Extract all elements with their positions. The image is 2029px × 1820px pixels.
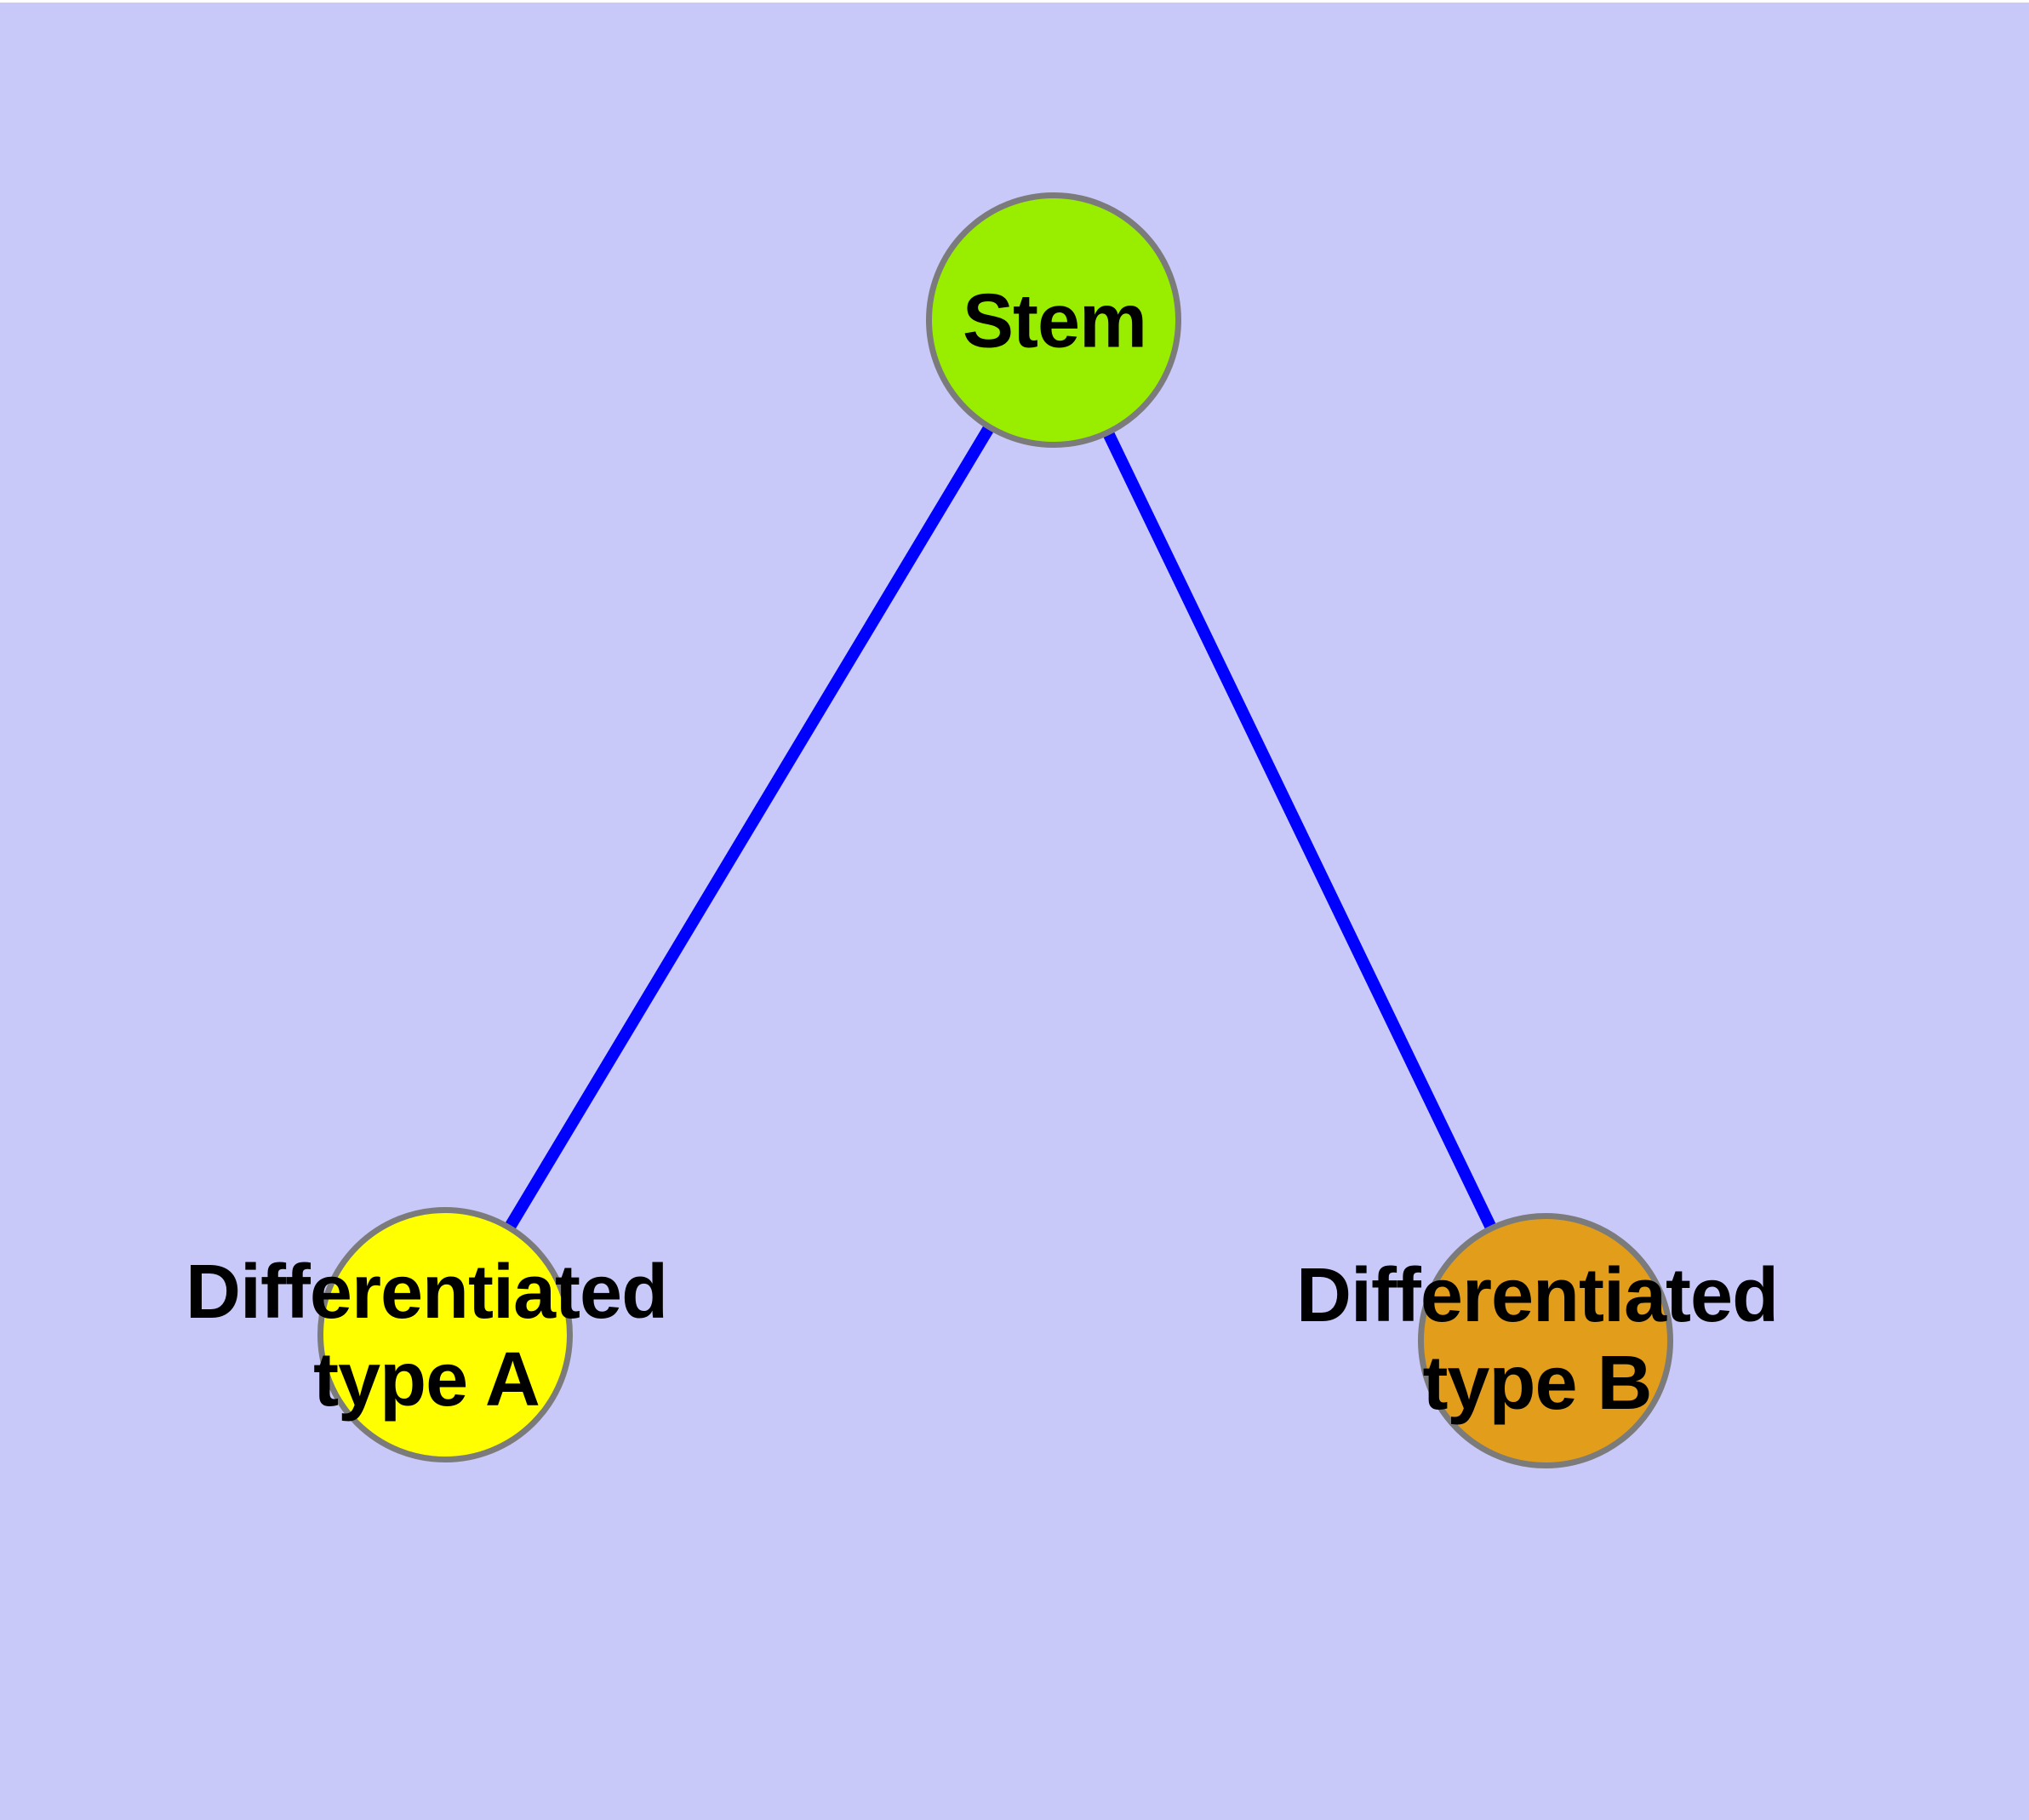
node-stem-label: Stem <box>962 278 1147 364</box>
node-stem <box>926 192 1181 448</box>
node-differentiated-type-b-label: Differentiated type B <box>1295 1253 1779 1426</box>
node-differentiated-type-a-label: Differentiated type A <box>185 1250 668 1422</box>
node-differentiated-type-a <box>317 1207 573 1462</box>
node-differentiated-type-b <box>1418 1213 1673 1468</box>
edge-stem-to-type-a <box>439 317 1060 1338</box>
edge-layer <box>439 317 1552 1344</box>
edge-stem-to-type-b <box>1048 317 1552 1344</box>
